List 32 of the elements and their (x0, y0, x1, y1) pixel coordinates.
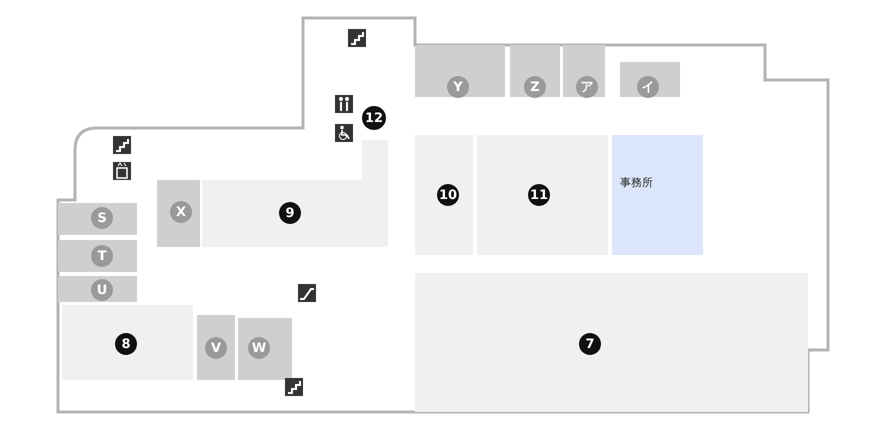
letter-marker: V (205, 337, 227, 359)
floor-area (62, 305, 193, 380)
shop-space (58, 276, 137, 302)
shop-space (563, 45, 605, 97)
shop-space (157, 180, 200, 247)
floor-area (415, 135, 473, 255)
floor-area (477, 135, 608, 255)
letter-marker: W (248, 337, 270, 359)
office-label: 事務所 (620, 175, 654, 191)
number-marker: 7 (579, 333, 601, 355)
floor-area (415, 273, 808, 412)
shop-space (58, 203, 137, 235)
shop-space (510, 45, 560, 97)
number-marker: 11 (528, 184, 550, 206)
shop-space (197, 315, 235, 380)
number-marker: 9 (279, 202, 301, 224)
letter-marker: イ (637, 76, 659, 98)
letter-marker: Y (447, 76, 469, 98)
shop-space (238, 318, 292, 380)
letter-marker: ア (576, 76, 598, 98)
shop-space (620, 62, 680, 97)
shop-space (58, 240, 137, 272)
letter-marker: T (91, 245, 113, 267)
number-marker: 10 (437, 184, 459, 206)
letter-marker: X (170, 201, 192, 223)
office-area (612, 135, 703, 255)
number-marker: 8 (115, 333, 137, 355)
letter-marker: S (91, 207, 113, 229)
floor-area (202, 180, 388, 247)
shop-space (415, 45, 505, 97)
letter-marker: Z (524, 76, 546, 98)
letter-marker: U (91, 279, 113, 301)
